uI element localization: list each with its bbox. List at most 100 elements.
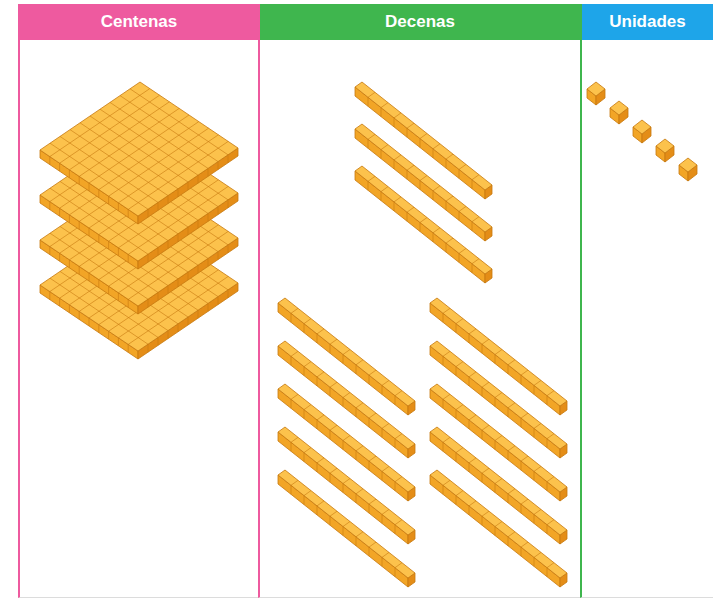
- block-top: [278, 470, 415, 578]
- block-grid-line: [49, 202, 50, 210]
- block-grid-line: [343, 436, 350, 441]
- block-grid-line: [330, 339, 337, 344]
- block-grid-line: [317, 463, 318, 472]
- block-side: [278, 475, 408, 587]
- block-grid-line: [382, 428, 383, 437]
- block-grid-line: [291, 313, 292, 322]
- block-grid-line: [446, 159, 447, 168]
- block-grid-line: [395, 563, 402, 568]
- block-grid-line: [395, 391, 402, 396]
- block-top: [40, 82, 238, 216]
- block-grid-line: [356, 489, 363, 494]
- block-grid-line: [304, 453, 305, 462]
- block-grid-line: [547, 525, 548, 534]
- block-grid-line: [459, 169, 460, 178]
- block-grid-line: [443, 313, 444, 322]
- block-grid-line: [118, 293, 119, 301]
- block-grid-line: [469, 506, 470, 515]
- block-grid-line: [218, 297, 219, 305]
- block-grid-line: [317, 420, 318, 429]
- block-grid-line: [368, 139, 369, 148]
- block-grid-line: [381, 192, 382, 201]
- block-grid-line: [291, 480, 298, 485]
- block-grid-line: [508, 446, 515, 451]
- column-header: Unidades: [582, 4, 713, 40]
- block-grid-line: [228, 200, 229, 208]
- block-grid-line: [495, 484, 496, 493]
- block-grid-line: [198, 265, 199, 273]
- block-grid-line: [472, 180, 473, 189]
- block-grid-line: [369, 418, 370, 427]
- block-grid-line: [158, 292, 159, 300]
- block-grid-line: [446, 238, 453, 243]
- block-grid-line: [521, 418, 522, 427]
- block-grid-line: [534, 380, 541, 385]
- block-grid-line: [120, 96, 218, 162]
- block-grid-line: [356, 532, 363, 537]
- block-grid-line: [521, 413, 528, 418]
- block-grid-line: [495, 398, 496, 407]
- block-grid-line: [369, 547, 370, 556]
- block-grid-line: [368, 176, 375, 181]
- block-grid-line: [443, 308, 450, 313]
- block-grid-line: [317, 334, 318, 343]
- block-grid-line: [495, 479, 502, 484]
- block-grid-line: [394, 197, 401, 202]
- block-grid-line: [80, 123, 178, 189]
- block-side: [355, 171, 485, 283]
- block-grid-line: [108, 286, 109, 294]
- block-grid-line: [118, 338, 119, 346]
- block-grid-line: [330, 430, 331, 439]
- block-grid-line: [472, 259, 479, 264]
- block-grid-line: [356, 403, 363, 408]
- block-grid-line: [330, 468, 337, 473]
- block-grid-line: [118, 203, 119, 211]
- block-grid-line: [304, 410, 305, 419]
- block-grid-line: [443, 480, 450, 485]
- block-grid-line: [228, 290, 229, 298]
- block-grid-line: [148, 209, 149, 217]
- block-grid-line: [495, 522, 502, 527]
- block-grid-line: [420, 176, 427, 181]
- block-grid-line: [381, 108, 382, 117]
- block-grid-line: [407, 207, 414, 212]
- block-grid-line: [291, 437, 298, 442]
- block-grid-line: [356, 537, 357, 546]
- block-grid-line: [395, 434, 402, 439]
- block-grid-line: [89, 273, 90, 281]
- column-title: Unidades: [609, 12, 686, 32]
- block-grid-line: [60, 136, 158, 202]
- block-grid-line: [369, 542, 376, 547]
- block-grid-line: [382, 423, 389, 428]
- block-grid-line: [369, 413, 376, 418]
- block-grid-line: [317, 506, 318, 515]
- block-grid-line: [469, 415, 476, 420]
- block-grid-line: [456, 367, 457, 376]
- block-grid-line: [343, 479, 350, 484]
- block-grid-line: [495, 355, 496, 364]
- block-grid-line: [534, 509, 541, 514]
- block-grid-line: [482, 339, 489, 344]
- block-grid-line: [128, 299, 129, 307]
- block-grid-line: [382, 385, 383, 394]
- block-grid-line: [369, 461, 370, 470]
- block-grid-line: [178, 189, 179, 197]
- block-grid-line: [420, 139, 421, 148]
- block-grid-line: [148, 299, 149, 307]
- block-grid-line: [330, 516, 331, 525]
- block-grid-line: [108, 331, 109, 339]
- block-top: [656, 139, 674, 153]
- block-grid-line: [395, 520, 402, 525]
- block-top: [430, 470, 567, 578]
- block-grid-line: [317, 372, 324, 377]
- block-grid-line: [128, 254, 129, 262]
- block-grid-line: [89, 228, 90, 236]
- block-grid-line: [369, 370, 376, 375]
- block-grid-line: [330, 473, 331, 482]
- block-grid-line: [343, 441, 344, 450]
- block-grid-line: [304, 367, 305, 376]
- block-grid-line: [343, 350, 350, 355]
